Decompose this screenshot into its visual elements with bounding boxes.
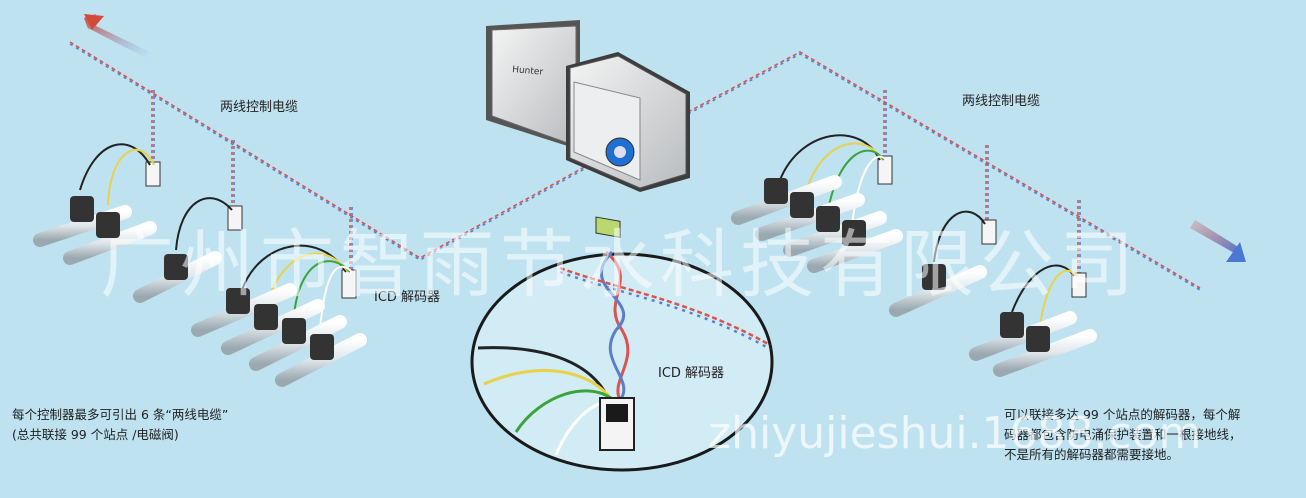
note-left-line2: (总共联接 99 个站点 /电磁阀) <box>12 427 179 442</box>
decoder-label-left: ICD 解码器 <box>374 290 441 305</box>
cable-arrow-right-icon <box>1190 220 1246 262</box>
controller-unit <box>486 20 690 238</box>
note-right-line3: 不是所有的解码器都需要接地。 <box>1004 447 1180 462</box>
controller-brand: Hunter <box>512 65 544 78</box>
cable-arrow-left-icon <box>84 14 150 58</box>
two-wire-cable-left <box>69 41 589 272</box>
watermark-chinese: 广州市智雨节水科技有限公司 <box>100 222 1140 308</box>
two-wire-cable-right <box>687 51 1201 291</box>
cable-label-right: 两线控制电缆 <box>962 94 1041 109</box>
decoder-box <box>145 155 1087 299</box>
decoder-label-zoom: ICD 解码器 <box>658 366 725 381</box>
note-right-line2: 码器都包含防电涌保护装置和一根接地线， <box>1004 427 1242 442</box>
watermark-english: zhiyujieshui.1688.com <box>708 408 1202 459</box>
decoder-wires <box>79 134 1078 331</box>
note-left: 每个控制器最多可引出 6 条“两线电缆” (总共联接 99 个站点 /电磁阀) <box>12 405 228 445</box>
decoder-zoom-view <box>470 250 774 472</box>
note-right-line1: 可以联接多达 99 个站点的解码器，每个解 <box>1004 407 1241 422</box>
cable-label-left: 两线控制电缆 <box>220 100 299 115</box>
note-left-line1: 每个控制器最多可引出 6 条“两线电缆” <box>12 407 229 422</box>
note-right: 可以联接多达 99 个站点的解码器，每个解 码器都包含防电涌保护装置和一根接地线… <box>1004 405 1242 465</box>
solenoid-valves <box>33 175 1097 387</box>
